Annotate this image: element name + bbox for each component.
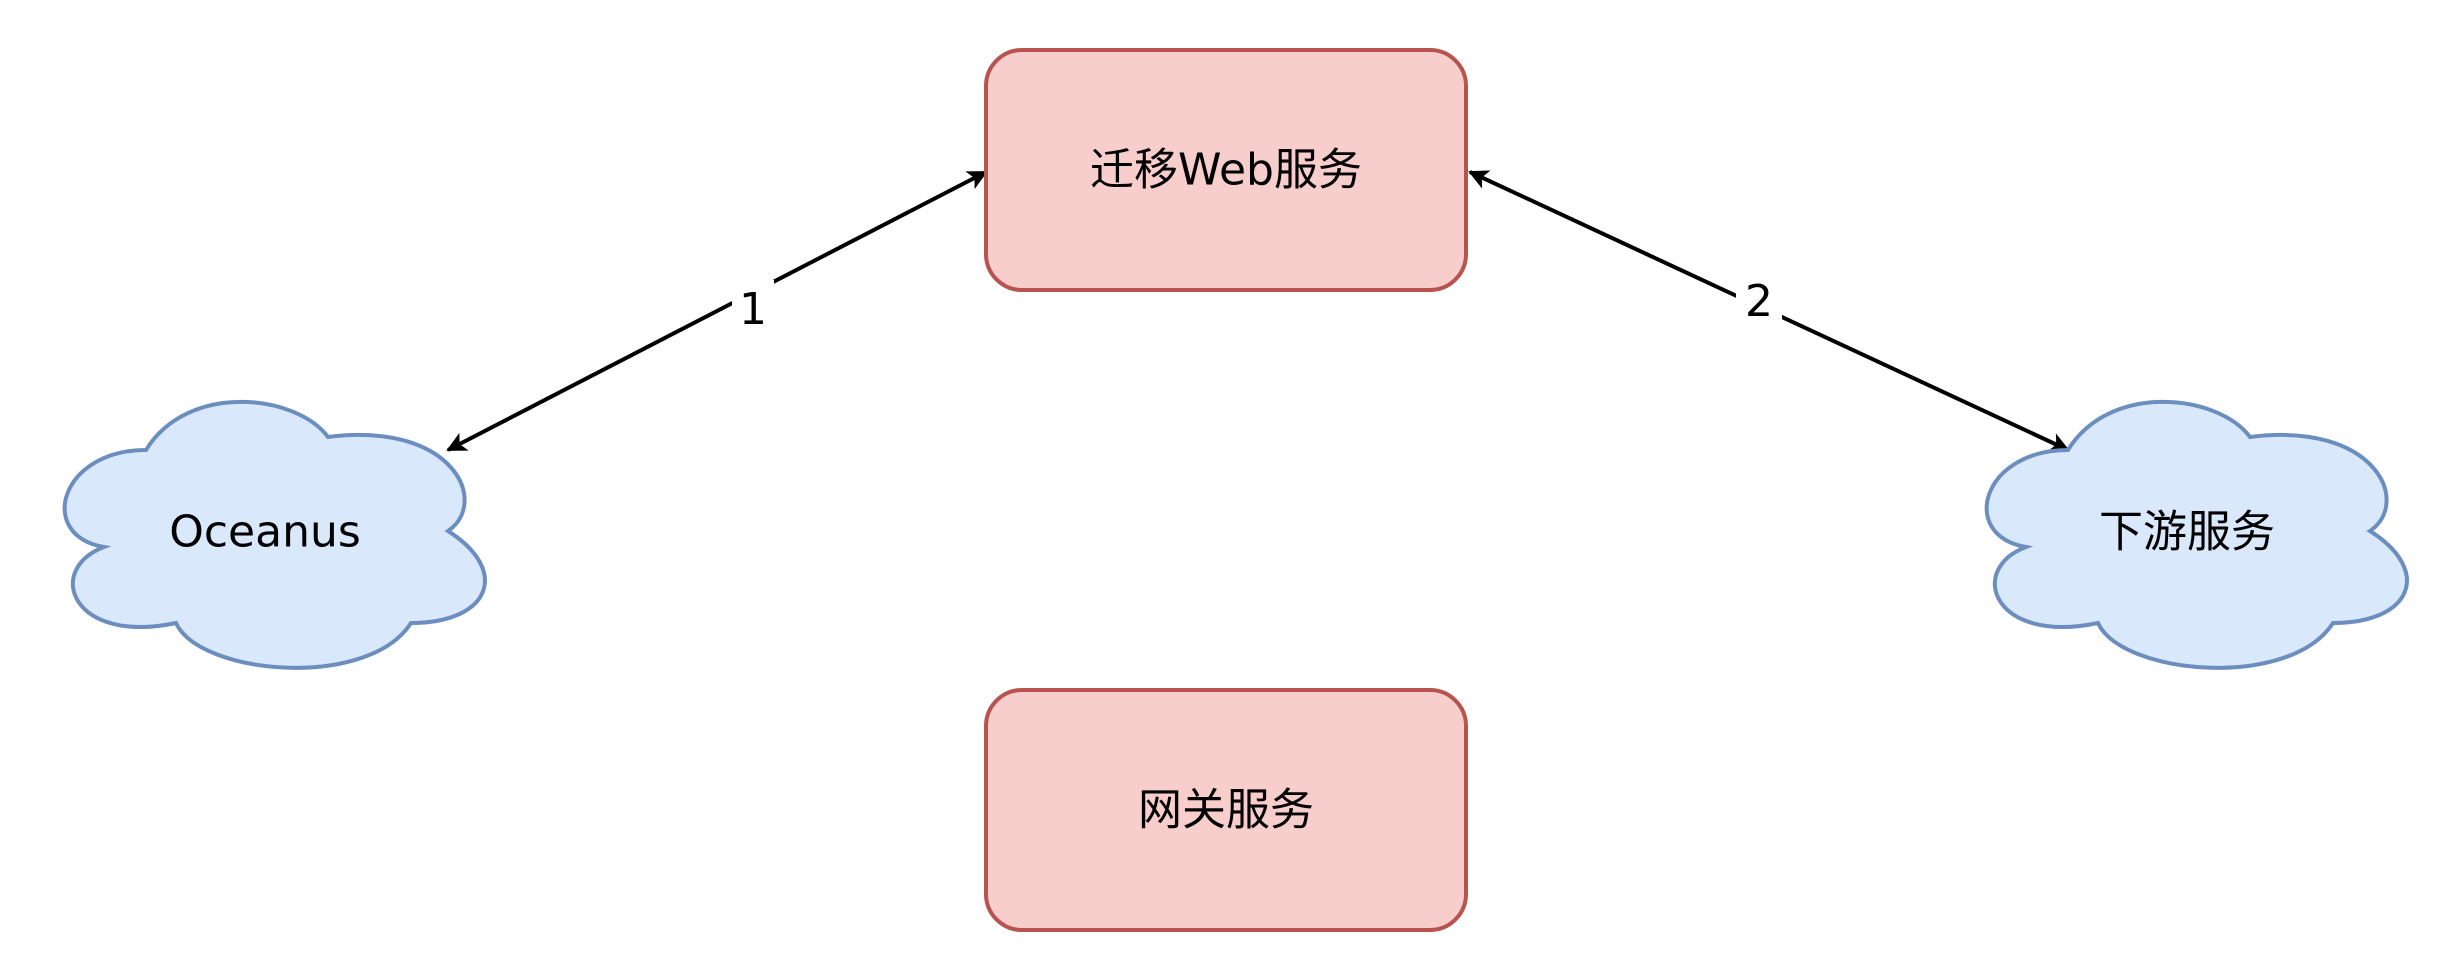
edge-migration-web-downstream[interactable]: 2 [1468,170,2070,452]
node-downstream-service-cloud[interactable]: 下游服务 [1984,399,2409,670]
migration-web-service-label: 迁移Web服务 [1090,145,1362,196]
edge-label-2: 2 [1745,276,1773,327]
gateway-service-box[interactable] [984,688,1468,932]
node-migration-web-service[interactable]: 迁移Web服务 [984,48,1468,292]
node-oceanus-cloud[interactable]: Oceanus [62,399,487,670]
edge-label-1: 1 [739,284,767,335]
downstream-service-cloud-shape[interactable] [1984,399,2409,670]
edge-oceanus-migration-web[interactable]: 1 [446,170,988,452]
migration-web-service-box[interactable] [984,48,1468,292]
gateway-service-label: 网关服务 [1138,785,1314,836]
downstream-service-label: 下游服务 [2099,507,2275,558]
edge-label-bg-2 [1736,272,1782,328]
oceanus-label: Oceanus [169,507,361,558]
oceanus-cloud-shape[interactable] [62,399,487,670]
edge-line-1[interactable] [446,170,988,452]
edge-label-bg-1 [732,280,774,336]
node-gateway-service[interactable]: 网关服务 [984,688,1468,932]
